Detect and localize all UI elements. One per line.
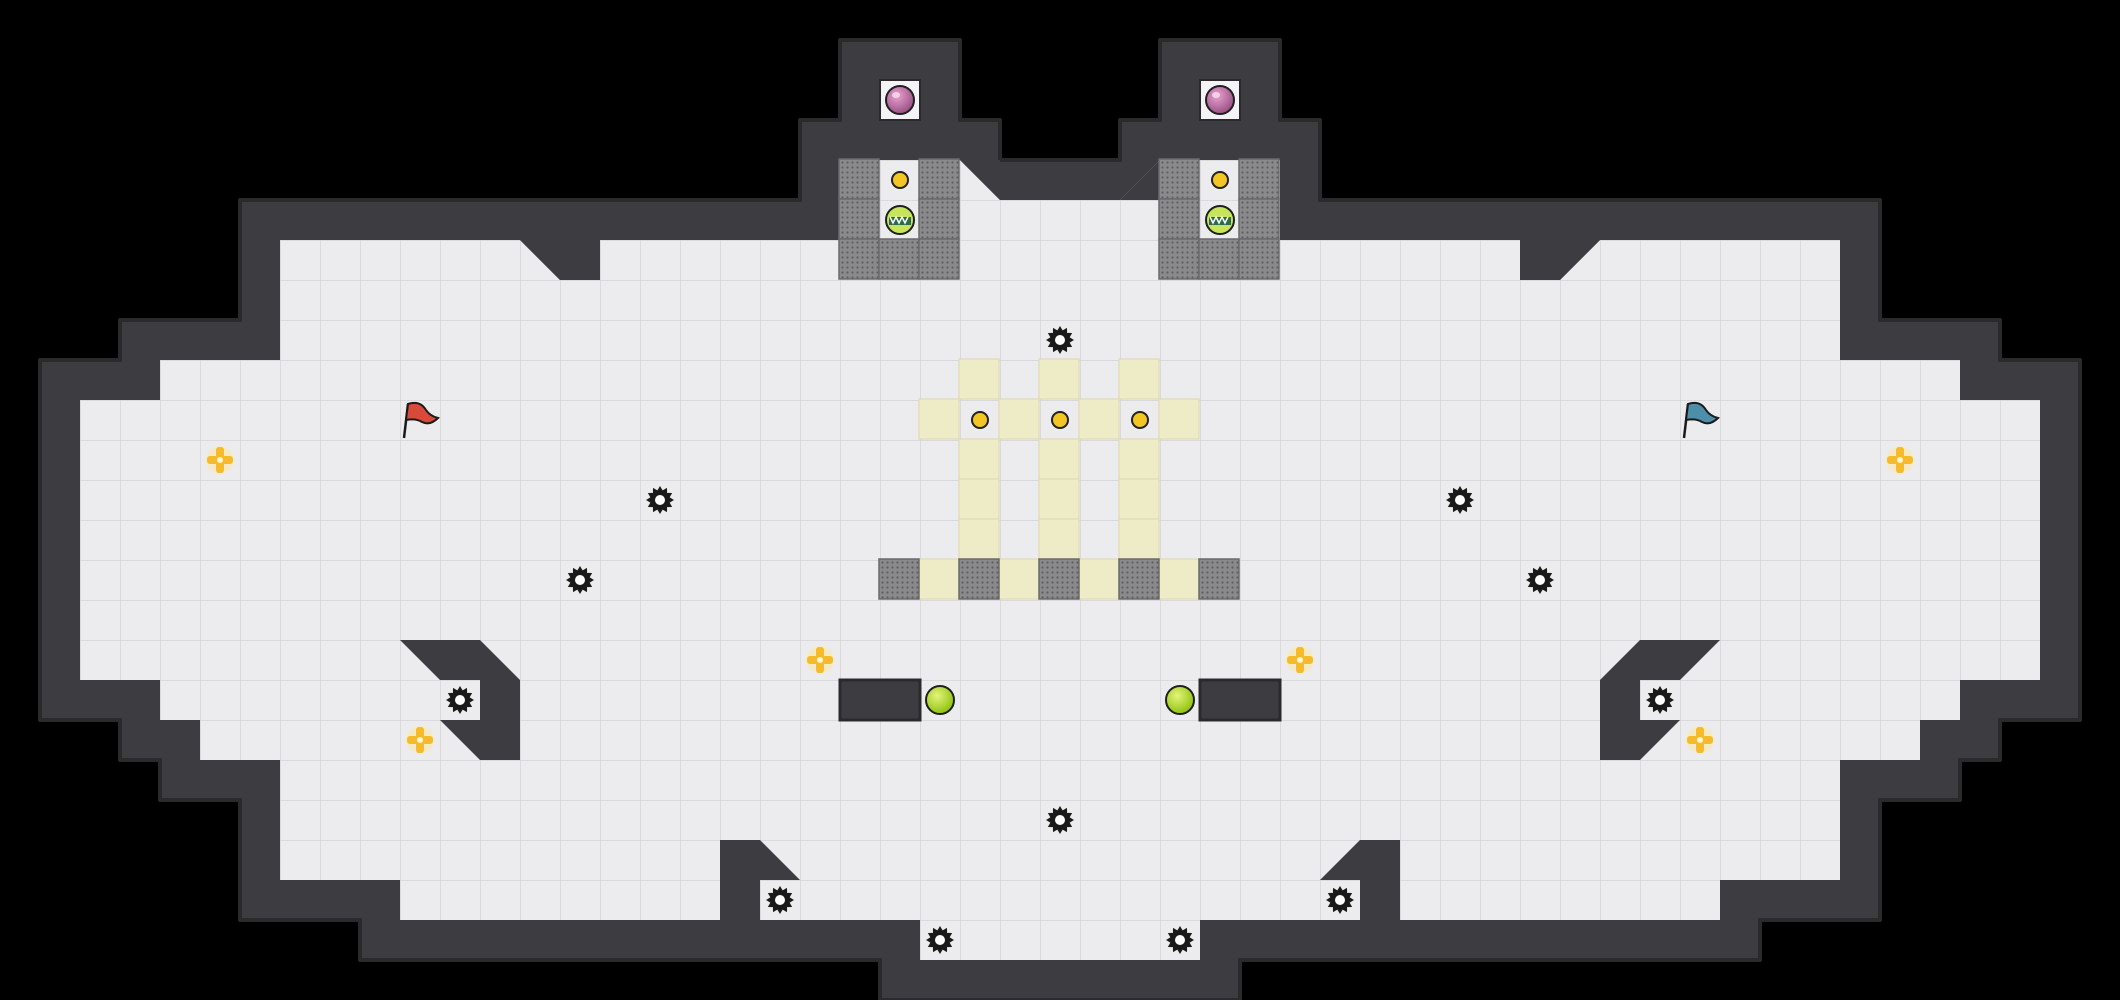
grinder-icon [1205, 205, 1235, 235]
wall-ramp-top-r [1120, 160, 1160, 200]
grate-tiles [838, 158, 1280, 600]
grate-tile [1238, 158, 1280, 200]
plus-pickup-icon [1286, 646, 1314, 674]
highlight-tile [1118, 358, 1160, 400]
grate-tile [1038, 558, 1080, 600]
plus-pickup-icon [1886, 446, 1914, 474]
wall-bracket-left [400, 640, 520, 760]
highlight-tile [918, 398, 960, 440]
coin-icon [1211, 171, 1229, 189]
grate-tile [1238, 238, 1280, 280]
highlight-tiles [918, 358, 1200, 600]
highlight-tile [1078, 558, 1120, 600]
wall-wedge-br [1320, 840, 1400, 920]
gear-icon [1326, 886, 1354, 914]
gear-icon [1166, 926, 1194, 954]
coin-icon [1131, 411, 1149, 429]
grate-tile [1118, 558, 1160, 600]
grate-tile [878, 238, 920, 280]
highlight-tile [1158, 398, 1200, 440]
coin-icon [891, 171, 909, 189]
potion-icon [879, 79, 921, 121]
gear-icon [926, 926, 954, 954]
gear-icon [566, 566, 594, 594]
potion-icon [1199, 79, 1241, 121]
coin-icon [971, 411, 989, 429]
highlight-tile [1158, 558, 1200, 600]
grate-tile [838, 158, 880, 200]
wall-bar-left [838, 678, 922, 722]
gear-icon [1526, 566, 1554, 594]
highlight-tile [1118, 518, 1160, 560]
highlight-tile [998, 558, 1040, 600]
gear-icon [766, 886, 794, 914]
plus-pickup-icon [206, 446, 234, 474]
grate-tile [838, 198, 880, 240]
plus-pickup-icon [406, 726, 434, 754]
wall-ramp-top [960, 160, 1000, 200]
highlight-tile [1038, 438, 1080, 480]
wall-bracket-right [1600, 640, 1720, 760]
grate-tile [1158, 158, 1200, 200]
gear-icon [1046, 326, 1074, 354]
highlight-tile [918, 558, 960, 600]
green-orb-icon [925, 685, 955, 715]
gear-icon [1646, 686, 1674, 714]
gear-icon [646, 486, 674, 514]
wall-notch-tl [520, 240, 600, 280]
grate-tile [838, 238, 880, 280]
gear-icon [446, 686, 474, 714]
grinder-icon [885, 205, 915, 235]
plus-pickup-icon [806, 646, 834, 674]
coin-icon [1051, 411, 1069, 429]
highlight-tile [1118, 478, 1160, 520]
blue-flag-icon [1682, 401, 1720, 439]
grate-tile [918, 238, 960, 280]
wall-notch-tr [1520, 240, 1600, 280]
green-orb-icon [1165, 685, 1195, 715]
entities [206, 79, 1914, 954]
obstacles [400, 160, 1720, 920]
wall-bar-right [1198, 678, 1282, 722]
grate-tile [1238, 198, 1280, 240]
wall-wedge-bl [720, 840, 800, 920]
grate-tile [958, 558, 1000, 600]
highlight-tile [998, 398, 1040, 440]
grate-tile [918, 158, 960, 200]
grate-tile [1198, 238, 1240, 280]
highlight-tile [958, 438, 1000, 480]
grate-tile [918, 198, 960, 240]
gear-icon [1046, 806, 1074, 834]
highlight-tile [1038, 518, 1080, 560]
highlight-tile [958, 518, 1000, 560]
grate-tile [1158, 238, 1200, 280]
highlight-tile [958, 358, 1000, 400]
gear-icon [1446, 486, 1474, 514]
grate-tile [1158, 198, 1200, 240]
highlight-tile [1078, 398, 1120, 440]
highlight-tile [1038, 358, 1080, 400]
highlight-tile [1118, 438, 1160, 480]
highlight-tile [1038, 478, 1080, 520]
grate-tile [878, 558, 920, 600]
red-flag-icon [402, 401, 440, 439]
grate-tile [1198, 558, 1240, 600]
highlight-tile [958, 478, 1000, 520]
plus-pickup-icon [1686, 726, 1714, 754]
